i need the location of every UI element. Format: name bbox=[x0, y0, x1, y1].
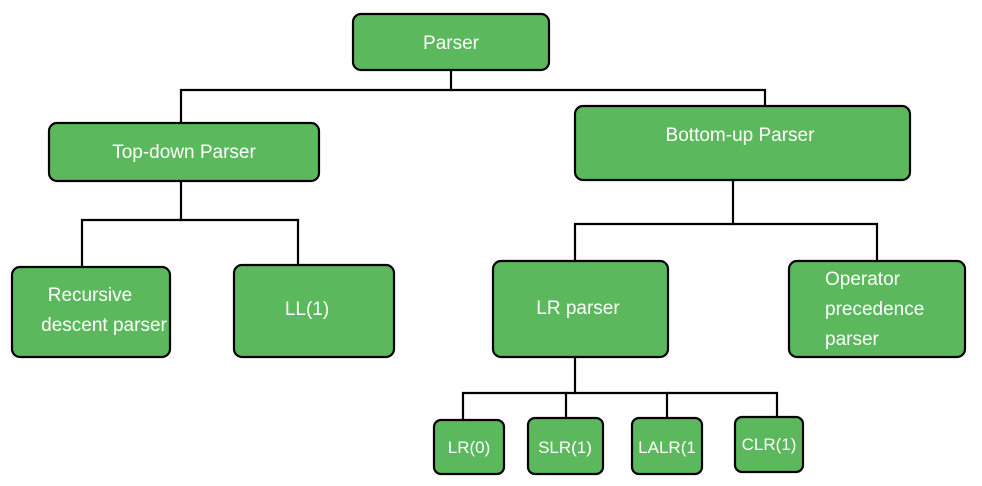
node-operator-precedence-label-line1: Operator bbox=[825, 269, 901, 290]
node-ll1: LL(1) bbox=[232, 263, 396, 359]
node-operator-precedence-parser: Operator precedence parser bbox=[787, 259, 967, 359]
node-top-down-parser-label: Top-down Parser bbox=[112, 142, 256, 163]
node-clr1: CLR(1) bbox=[733, 415, 805, 474]
node-lr-parser-label: LR parser bbox=[536, 298, 620, 319]
edge-lr-to-children bbox=[461, 391, 779, 422]
node-lalr1: LALR(1 bbox=[630, 416, 704, 476]
node-recursive-descent-label-line2: descent parser bbox=[41, 315, 167, 336]
node-slr1: SLR(1) bbox=[526, 416, 605, 476]
node-lr0-label: LR(0) bbox=[448, 438, 491, 457]
node-lr0: LR(0) bbox=[432, 418, 506, 476]
node-lr-parser: LR parser bbox=[491, 259, 670, 359]
node-bottom-up-parser-label: Bottom-up Parser bbox=[666, 125, 816, 146]
node-recursive-descent-label-line1: Recursive bbox=[48, 285, 132, 306]
node-recursive-descent-parser: Recursive descent parser bbox=[10, 265, 172, 359]
node-bottom-up-parser: Bottom-up Parser bbox=[573, 104, 912, 182]
node-slr1-label: SLR(1) bbox=[538, 438, 592, 457]
edge-topdown-to-children bbox=[80, 179, 183, 269]
node-ll1-label: LL(1) bbox=[285, 299, 329, 320]
connector-lines bbox=[80, 68, 879, 422]
node-parser: Parser bbox=[351, 12, 551, 72]
edge-bottomup-to-children bbox=[573, 222, 879, 263]
node-clr1-label: CLR(1) bbox=[742, 435, 797, 454]
node-parser-label: Parser bbox=[423, 33, 480, 54]
node-operator-precedence-label-line3: parser bbox=[825, 329, 880, 350]
node-operator-precedence-label-line2: precedence bbox=[825, 299, 924, 320]
node-lalr1-label: LALR(1 bbox=[638, 438, 696, 457]
edge-parser-to-children bbox=[179, 88, 767, 125]
node-top-down-parser: Top-down Parser bbox=[47, 121, 321, 183]
